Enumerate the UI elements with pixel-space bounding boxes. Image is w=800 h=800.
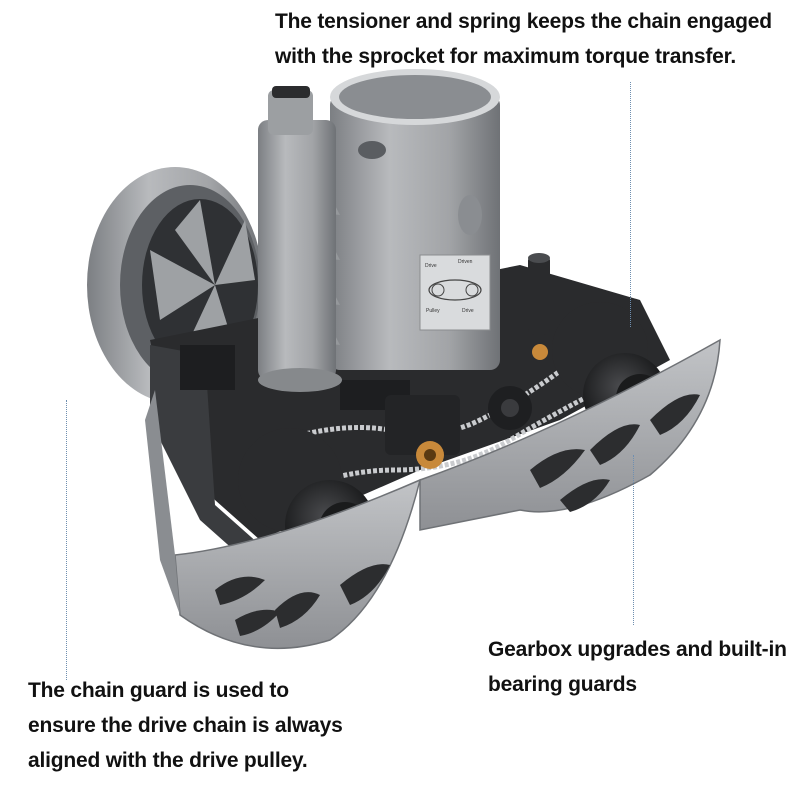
leader-line-left (66, 400, 67, 680)
leader-line-top (630, 82, 631, 327)
sticker-text-drive-sprocket: Drive (425, 263, 437, 269)
label-sticker: Drive Driven Pulley Drive (419, 254, 491, 331)
caption-gearbox: Gearbox upgrades and built-in bearing gu… (488, 638, 787, 696)
chain-guard (145, 338, 721, 650)
tensioner (385, 344, 548, 469)
sticker-text-pulley-wheel: Pulley (426, 308, 440, 314)
filter-housing (258, 69, 500, 392)
caption-chain-guard: The chain guard is used to ensure the dr… (28, 679, 343, 772)
leader-line-right (633, 455, 634, 625)
caption-tensioner: The tensioner and spring keeps the chain… (275, 10, 772, 68)
sticker-text-drive-chain: Drive (462, 308, 474, 314)
sticker-text-driven-sprocket: Driven (458, 259, 473, 265)
